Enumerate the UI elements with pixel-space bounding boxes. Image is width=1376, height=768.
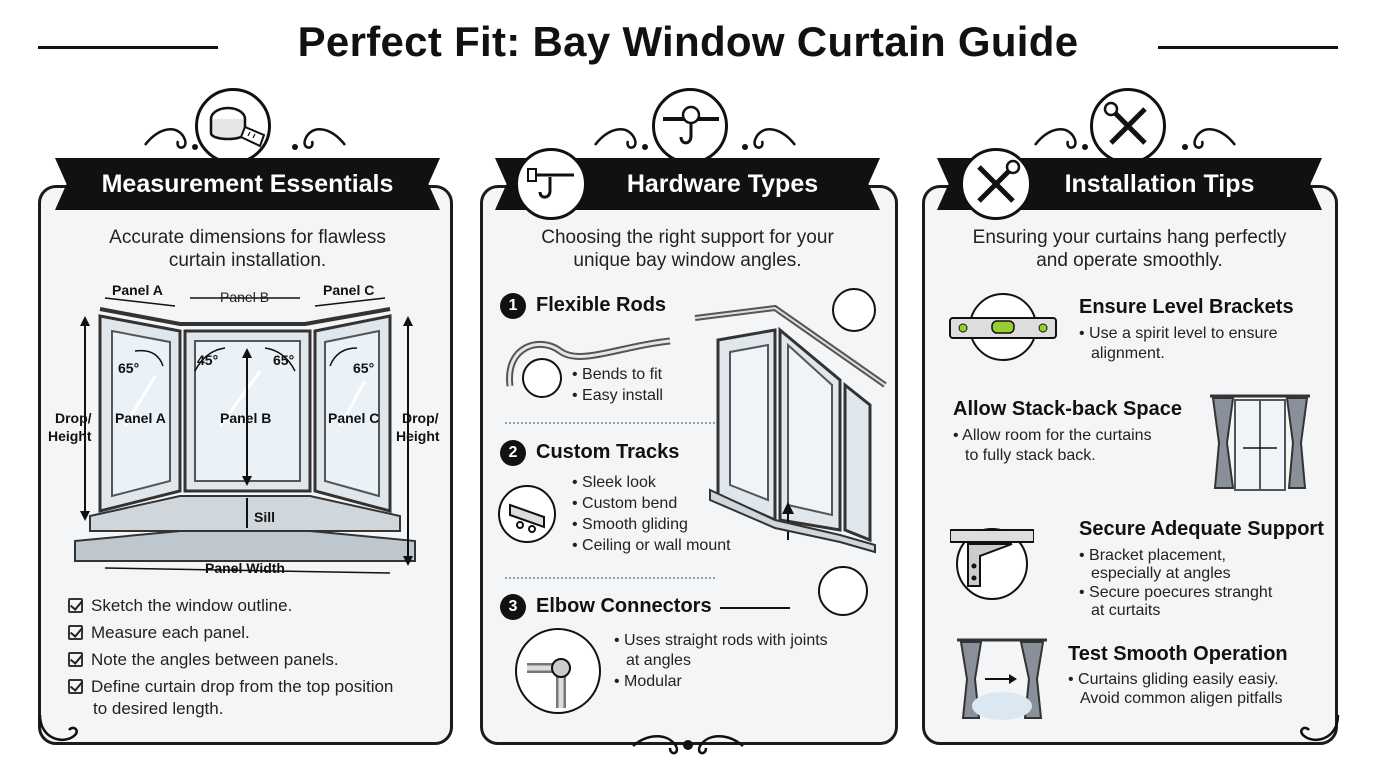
bay-rod-illustration: [694, 304, 887, 554]
flexible-rods-bullet: • Bends to fit: [572, 366, 663, 383]
tip-operation-line: • Curtains gliding easily easiy.: [1068, 671, 1279, 688]
hardware-heading: Hardware Types: [626, 169, 819, 198]
ornament-bottom-right: [1300, 714, 1340, 742]
track-icon: [498, 485, 556, 543]
label-sill: Sill: [254, 509, 276, 525]
tools-top-icon: [1090, 88, 1166, 164]
rod-hook-icon: [515, 148, 587, 220]
elbow-connectors-title: Elbow Connectors: [536, 595, 712, 617]
divider: [505, 422, 715, 424]
label-angle-mid-left: 45°: [197, 352, 219, 368]
checkbox-icon: [68, 625, 83, 640]
label-drop-right-2: Height: [396, 428, 440, 444]
tip-stack-line: • Allow room for the curtains: [953, 427, 1152, 444]
title-rule-left: [38, 46, 218, 49]
measurement-subtitle-2: curtain installation.: [168, 250, 327, 271]
tip-level-line: • Use a spirit level to ensure: [1079, 325, 1278, 342]
tip-support-title: Secure Adequate Support: [1079, 518, 1324, 540]
checklist-item: Note the angles between panels.: [68, 646, 438, 673]
elbow-bullet: at angles: [626, 652, 691, 669]
rod-hook-top-icon: [652, 88, 728, 164]
checklist-item-cont: to desired length.: [93, 699, 224, 718]
checklist-item: Define curtain drop from the top positio…: [68, 676, 438, 698]
checkbox-icon: [68, 598, 83, 613]
elbow-bullet: • Uses straight rods with joints: [614, 632, 828, 649]
checklist-item: Measure each panel.: [68, 619, 438, 646]
installation-subtitle-1: Ensuring your curtains hang perfectly: [972, 227, 1287, 248]
label-panel-b-top: Panel B: [220, 289, 270, 305]
elbow-connector-line: [720, 607, 790, 609]
tip-stack-title: Allow Stack-back Space: [953, 398, 1182, 420]
divider: [505, 577, 715, 579]
bracket-circle-small: [522, 358, 562, 398]
tip-operation-title: Test Smooth Operation: [1068, 643, 1288, 665]
section-number-3: 3: [500, 594, 526, 620]
curtains-operation-icon: [957, 638, 1047, 720]
tip-stack-line: to fully stack back.: [965, 447, 1096, 464]
measurement-checklist: Sketch the window outline. Measure each …: [68, 592, 438, 720]
label-panel-c-top: Panel C: [323, 282, 375, 298]
tip-level-line: alignment.: [1091, 345, 1165, 362]
custom-tracks-title: Custom Tracks: [536, 441, 680, 463]
flexible-rod-icon: [506, 337, 671, 387]
section-number-2: 2: [500, 440, 526, 466]
tip-support-line: at curtaits: [1091, 602, 1161, 619]
installation-subtitle-2: and operate smoothly.: [1036, 250, 1223, 271]
rod-end-icon: [832, 288, 876, 332]
custom-tracks-bullet: • Smooth gliding: [572, 516, 688, 533]
bracket-support-icon: [949, 516, 1035, 600]
flexible-rods-title: Flexible Rods: [536, 294, 667, 316]
ornament-scroll-left: [144, 128, 346, 150]
bay-window-diagram: [74, 297, 416, 574]
label-panel-a: Panel A: [115, 410, 166, 426]
checklist-item: Sketch the window outline.: [68, 592, 438, 619]
tip-support-line: • Secure poecures stranght: [1079, 584, 1273, 601]
label-drop-left-1: Drop/: [55, 410, 92, 426]
section-number-1: 1: [500, 293, 526, 319]
ornament-scroll-right: [1034, 128, 1236, 150]
label-drop-right-1: Drop/: [402, 410, 439, 426]
hardware-subtitle-2: unique bay window angles.: [573, 250, 802, 271]
ornament-scroll-mid: [594, 128, 796, 150]
page-title: Perfect Fit: Bay Window Curtain Guide: [297, 18, 1079, 65]
flexible-rods-bullet: • Easy install: [572, 387, 663, 404]
elbow-bullet: • Modular: [614, 673, 682, 690]
title-rule-right: [1158, 46, 1338, 49]
label-panel-a-top: Panel A: [112, 282, 163, 298]
ornament-bottom-center: [632, 735, 744, 755]
ornament-bottom-left: [38, 714, 78, 742]
tip-operation-line: Avoid common aligen pitfalls: [1080, 690, 1283, 707]
label-drop-left-2: Height: [48, 428, 92, 444]
spirit-level-icon: [948, 292, 1058, 362]
checkbox-icon: [68, 679, 83, 694]
label-panel-b: Panel B: [220, 410, 272, 426]
measurement-subtitle-1: Accurate dimensions for flawless: [109, 227, 386, 248]
tip-support-line: especially at angles: [1091, 565, 1231, 582]
tools-icon: [960, 148, 1032, 220]
custom-tracks-bullet: • Ceiling or wall mount: [572, 537, 731, 554]
label-angle-left: 65°: [118, 360, 140, 376]
elbow-connector-icon: [515, 628, 601, 714]
label-angle-mid-right: 65°: [273, 352, 295, 368]
curtains-stacked-icon: [1210, 394, 1310, 491]
installation-heading: Installation Tips: [1064, 169, 1255, 198]
measurement-banner: Measurement Essentials: [55, 158, 440, 210]
custom-tracks-bullet: • Sleek look: [572, 474, 656, 491]
label-panel-width: Panel Width: [205, 560, 285, 576]
custom-tracks-bullet: • Custom bend: [572, 495, 678, 512]
tip-level-title: Ensure Level Brackets: [1079, 296, 1294, 318]
bracket-detail-icon: [818, 566, 868, 616]
checkbox-icon: [68, 652, 83, 667]
hardware-subtitle-1: Choosing the right support for your: [541, 227, 834, 248]
tape-measure-icon: [195, 88, 271, 164]
label-angle-right: 65°: [353, 360, 375, 376]
tip-support-line: • Bracket placement,: [1079, 547, 1226, 564]
label-panel-c: Panel C: [328, 410, 380, 426]
